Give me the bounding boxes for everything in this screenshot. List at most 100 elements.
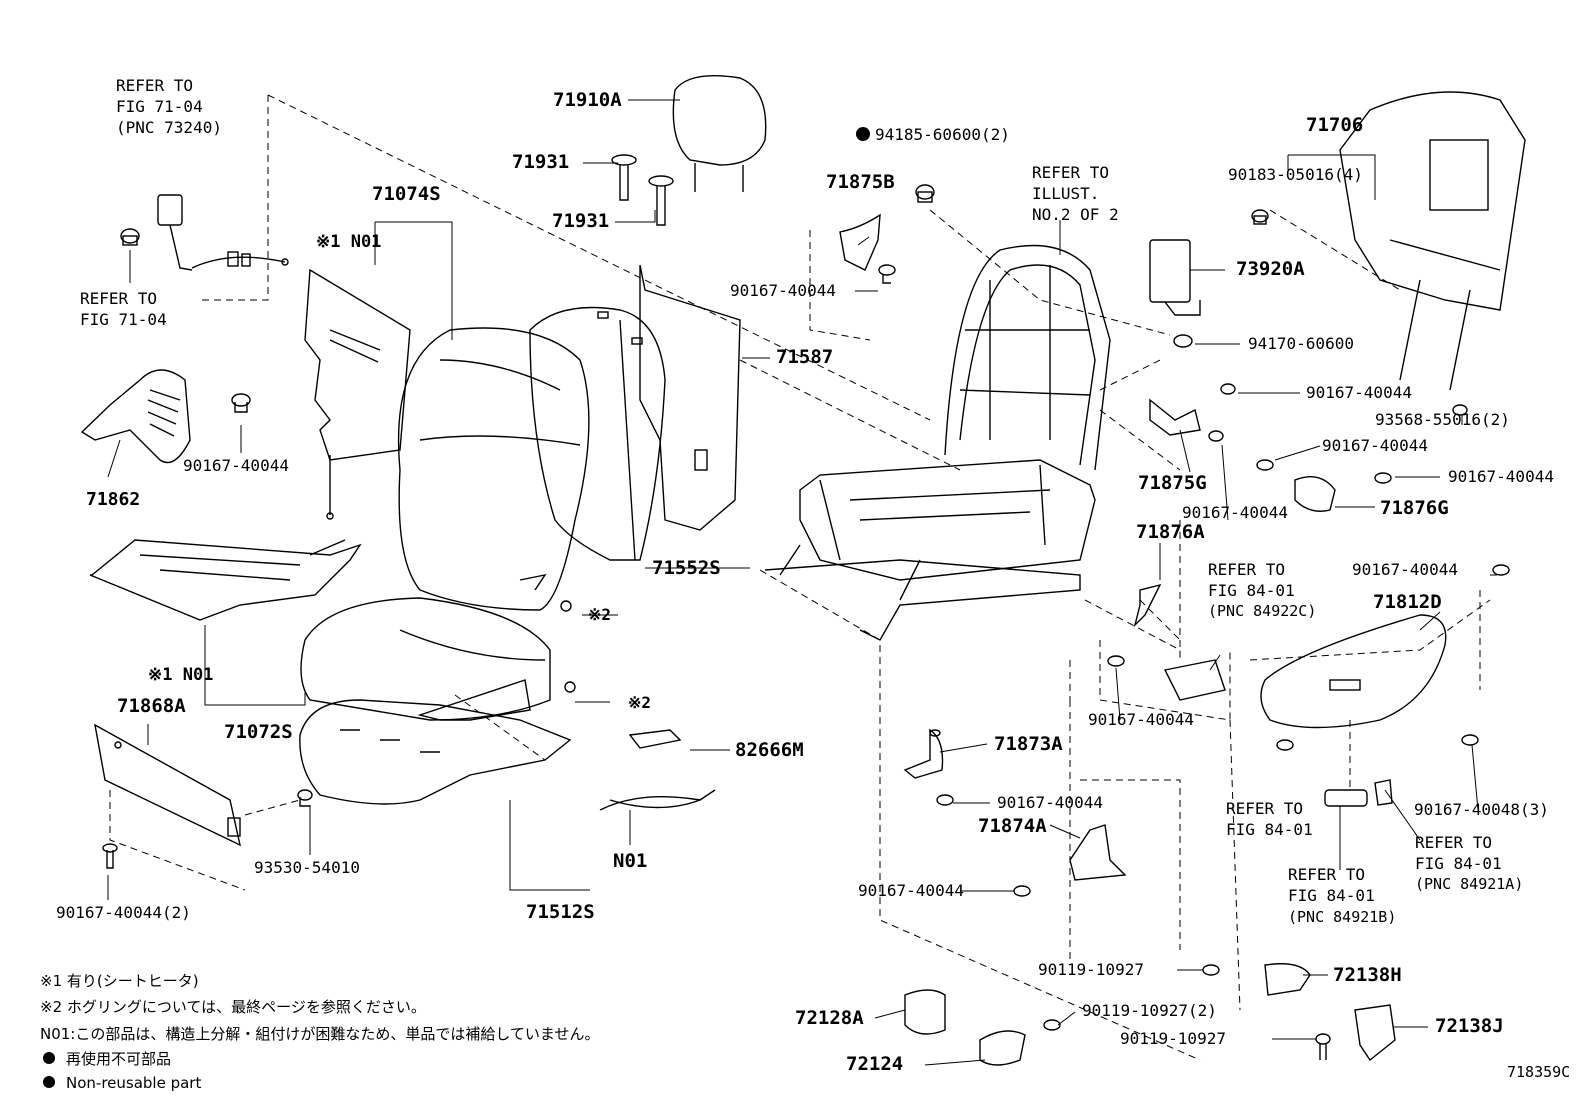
part-label-90167-b: 90167-40044 (730, 281, 836, 300)
part-label-71552s: 71552S (652, 557, 721, 579)
refer-illust-line3: NO.2 OF 2 (1032, 205, 1119, 224)
part-label-72124: 72124 (846, 1053, 903, 1075)
refer-fig-7104-line2: FIG 71-04 (116, 97, 203, 116)
part-label-71812d: 71812D (1373, 591, 1442, 613)
side-shield-right-icon (1260, 564, 1510, 751)
side-shield-left-icon (94, 723, 241, 847)
legend: ※1 有り(シートヒータ) ※2 ホグリングについては、最終ページを参照ください… (40, 972, 599, 1092)
star2-label-a: ※2 (588, 605, 611, 624)
part-label-82666m: 82666M (735, 739, 804, 761)
part-label-71874a: 71874A (978, 815, 1047, 837)
refer-illust-line2: ILLUST. (1032, 184, 1099, 203)
seat-cushion-frame-icon (417, 679, 531, 721)
part-label-71868a: 71868A (117, 695, 186, 717)
seat-belt-buckle-icon (157, 194, 289, 271)
refer-fig-8401d-line2: FIG 84-01 (1288, 886, 1375, 905)
refer-fig-8401b-line2: FIG 84-01 (1226, 820, 1313, 839)
seat-cushion-heater-pad-icon (89, 539, 362, 621)
part-label-72138j: 72138J (1435, 1015, 1504, 1037)
refer-fig-8401c-line3: (PNC 84921A) (1415, 875, 1523, 893)
screw-left-icon (102, 789, 313, 869)
part-label-90119-a: 90119-10927 (1038, 960, 1144, 979)
frame-cover-a-icon (1133, 583, 1162, 628)
part-label-93530: 93530-54010 (254, 858, 360, 877)
seatback-cover-icon (397, 327, 590, 611)
part-label-71876g: 71876G (1380, 497, 1449, 519)
seatback-board-back-icon (1339, 91, 1526, 391)
cover-72138j-icon (1354, 1004, 1396, 1062)
part-label-n01-a: ※1 N01 (316, 232, 381, 252)
part-label-73920a: 73920A (1236, 258, 1305, 280)
bolt-icon (231, 393, 251, 413)
refer-fig-7104-line1: REFER TO (116, 76, 193, 95)
refer-fig-7104-left-line1: REFER TO (80, 289, 157, 308)
part-label-90167-a: 90167-40044 (183, 456, 289, 475)
frame-cover-b-icon (839, 213, 896, 284)
seatback-pad-icon (529, 306, 666, 561)
seat-frame-icon (764, 244, 1111, 641)
headrest-icon (672, 75, 767, 192)
leader-lines (107, 99, 1497, 1066)
legend-star1: ※1 有り(シートヒータ) (40, 972, 199, 990)
part-label-71875b: 71875B (826, 171, 895, 193)
part-label-90119-b: 90119-10927 (1120, 1029, 1226, 1048)
airbag-module-icon (1149, 239, 1201, 316)
bolt-93568-icon (1452, 404, 1468, 416)
part-label-71875g: 71875G (1138, 472, 1207, 494)
part-label-90119-2: 90119-10927(2) (1082, 1001, 1217, 1020)
part-labels: REFER TO FIG 71-04 (PNC 73240) REFER TO … (56, 76, 1570, 1081)
part-label-90167-d: 90167-40044 (1322, 436, 1428, 455)
part-label-90167-48: 90167-40048(3) (1414, 800, 1549, 819)
refer-illust-line1: REFER TO (1032, 163, 1109, 182)
refer-fig-8401a-line3: (PNC 84922C) (1208, 602, 1316, 620)
refer-fig-8401b-line1: REFER TO (1226, 799, 1303, 818)
part-label-71910a: 71910A (553, 89, 622, 111)
part-label-90167-h: 90167-40044 (1088, 710, 1194, 729)
cover-72128a-icon (904, 989, 946, 1035)
diagram-id-code: 718359C (1507, 1063, 1570, 1081)
part-label-71074s: 71074S (372, 183, 441, 205)
part-label-71862: 71862 (86, 489, 140, 510)
part-label-71931-a: 71931 (512, 151, 569, 173)
seatback-board-icon (639, 264, 741, 531)
part-label-n01-c: N01 (613, 850, 647, 872)
legend-non-reusable-en: Non-reusable part (66, 1074, 201, 1092)
dashed-assembly-lines (109, 94, 1491, 1061)
bolt-90183-icon (1251, 209, 1269, 225)
part-label-93568: 93568-55016(2) (1375, 410, 1510, 429)
nut-94170-icon (1173, 334, 1193, 348)
refer-fig-7104-line3: (PNC 73240) (116, 118, 222, 137)
hog-ring-icon (560, 600, 576, 693)
legend-non-reusable-jp: 再使用不可部品 (66, 1050, 171, 1068)
seatback-heater-pad-icon (304, 268, 411, 520)
part-label-72138h: 72138H (1333, 964, 1402, 986)
part-label-90167-j: 90167-40044 (858, 881, 964, 900)
part-label-90183: 90183-05016(4) (1228, 165, 1363, 184)
part-label-71876a: 71876A (1136, 521, 1205, 543)
refer-fig-8401a-line1: REFER TO (1208, 560, 1285, 579)
power-seat-switch-bracket-icon (1107, 655, 1226, 701)
part-label-71587: 71587 (776, 346, 833, 368)
part-label-90167-2: 90167-40044(2) (56, 903, 191, 922)
refer-fig-8401c-line1: REFER TO (1415, 833, 1492, 852)
part-label-94170: 94170-60600 (1248, 334, 1354, 353)
legend-dot-icon-en (43, 1076, 55, 1088)
part-label-90167-g: 90167-40044 (1352, 560, 1458, 579)
headrest-support-icon (611, 154, 674, 226)
refer-fig-7104-left-line2: FIG 71-04 (80, 310, 167, 329)
part-label-90167-i: 90167-40044 (997, 793, 1103, 812)
cover-72124-icon (979, 1030, 1026, 1066)
refer-fig-8401c-line2: FIG 84-01 (1415, 854, 1502, 873)
wire-harness-icon (599, 729, 716, 811)
part-label-n01-b: ※1 N01 (148, 665, 213, 685)
legend-star2: ※2 ホグリングについては、最終ページを参照ください。 (40, 998, 426, 1016)
frame-cover-g-right-icon (1256, 459, 1392, 512)
refer-fig-8401a-line2: FIG 84-01 (1208, 581, 1295, 600)
refer-fig-8401d-line1: REFER TO (1288, 865, 1365, 884)
seat-cushion-pad-icon (299, 699, 572, 805)
part-label-94185: 94185-60600(2) (875, 125, 1010, 144)
frame-cover-g-icon (1149, 383, 1236, 442)
part-label-72128a: 72128A (795, 1007, 864, 1029)
part-label-71512s: 71512S (526, 901, 595, 923)
